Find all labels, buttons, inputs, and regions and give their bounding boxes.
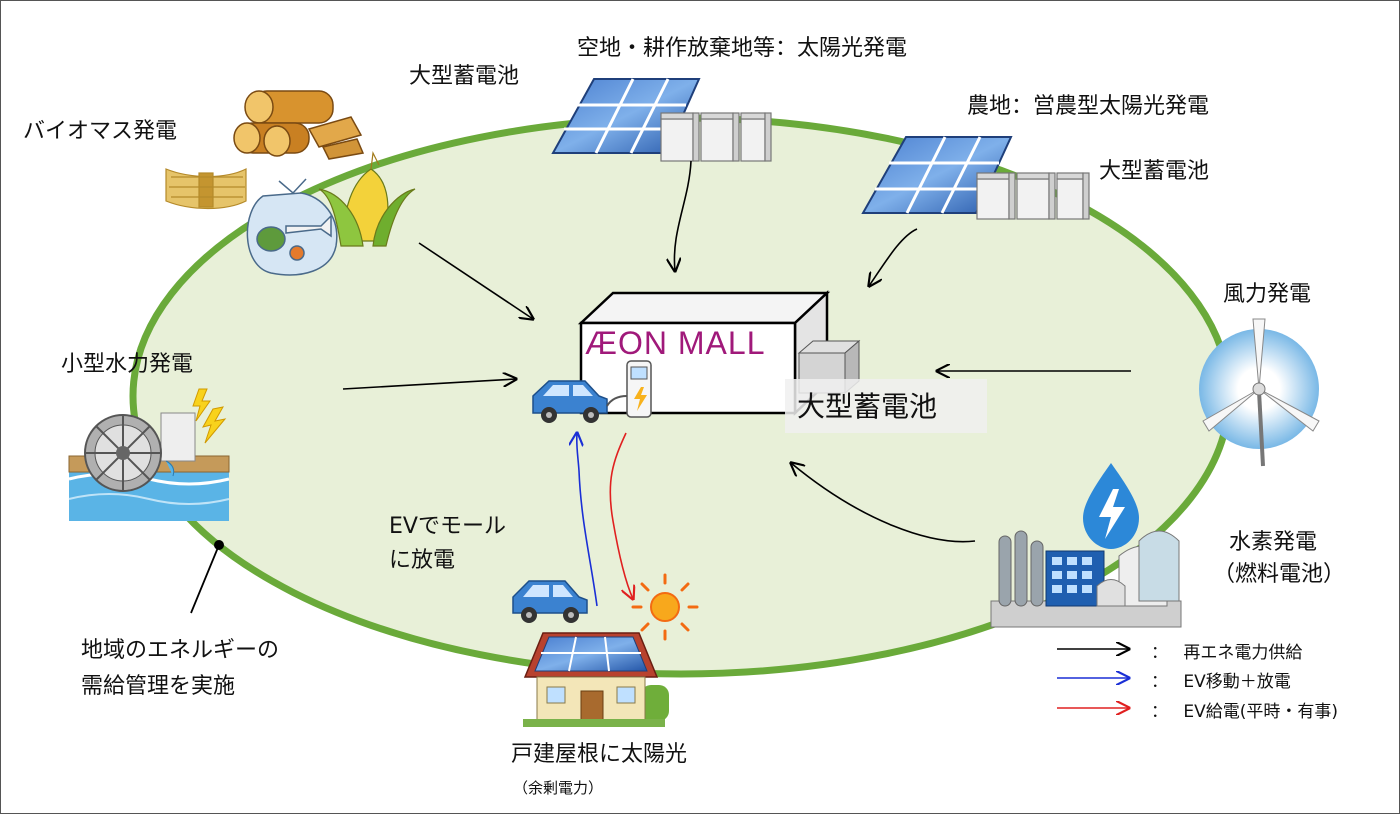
solar-panel-icon xyxy=(861,136,1013,214)
label-small-hydro: 小型水力発電 xyxy=(61,352,194,377)
label-battery-top-left: 大型蓄電池 xyxy=(409,64,520,89)
sun-icon xyxy=(631,573,699,641)
label-energy-mgmt-1: 地域のエネルギーの xyxy=(81,638,280,663)
label-biomass: バイオマス発電 xyxy=(23,119,178,144)
legend-item-ev-move: ： EV移動＋放電 xyxy=(1151,667,1291,692)
label-ev-discharge-1: EVでモール xyxy=(389,514,506,539)
label-hydrogen-2: （燃料電池） xyxy=(1213,562,1346,587)
mall-battery-label-bg xyxy=(785,379,987,433)
hydrogen-plant-icon xyxy=(990,530,1182,628)
ev-car-icon xyxy=(532,380,608,423)
label-energy-mgmt-2: 需給管理を実施 xyxy=(81,674,236,699)
lightning-icon xyxy=(192,388,227,444)
label-farm-solar: 農地：営農型太陽光発電 xyxy=(967,94,1210,119)
water-wheel-icon xyxy=(68,412,230,521)
wind-turbine-icon xyxy=(1199,318,1320,467)
label-rooftop-solar: 戸建屋根に太陽光 xyxy=(511,742,688,767)
battery-icon xyxy=(660,112,772,162)
battery-icon xyxy=(976,172,1090,220)
mall-logo-ae: Æ xyxy=(585,325,618,361)
legend-text: EV移動＋放電 xyxy=(1183,672,1291,692)
ring-pointer-line xyxy=(190,544,220,614)
ev-car-icon xyxy=(512,580,588,623)
mall-logo-text: ON MALL xyxy=(618,325,766,361)
legend-sep: ： xyxy=(1151,702,1168,722)
legend-item-ev-supply: ： EV給電(平時・有事) xyxy=(1151,697,1338,722)
biomass-icon xyxy=(165,90,416,276)
droplet-lightning-icon xyxy=(1083,463,1139,549)
legend-text: EV給電(平時・有事) xyxy=(1183,702,1339,722)
legend-text: 再エネ電力供給 xyxy=(1183,643,1303,663)
label-wind: 風力発電 xyxy=(1223,282,1312,307)
label-hydrogen-1: 水素発電 xyxy=(1229,530,1318,555)
ev-charger-icon xyxy=(606,360,652,418)
label-ev-discharge-2: に放電 xyxy=(389,548,456,573)
legend-sep: ： xyxy=(1151,672,1168,692)
renewable-supply-arrows xyxy=(342,160,1131,543)
legend-item-renewable: ： 再エネ電力供給 xyxy=(1151,638,1302,663)
label-vacant-solar: 空地・耕作放棄地等：太陽光発電 xyxy=(577,36,908,61)
label-mall-battery: 大型蓄電池 xyxy=(797,390,938,423)
ev-supply-arrow xyxy=(609,432,633,599)
ev-move-arrow xyxy=(577,433,598,607)
house-solar-icon xyxy=(523,632,669,727)
mall-logo: ÆON MALL xyxy=(585,323,765,363)
label-rooftop-solar-sub: （余剰電力） xyxy=(513,779,604,797)
label-battery-right: 大型蓄電池 xyxy=(1099,159,1210,184)
legend-sep: ： xyxy=(1151,643,1168,663)
